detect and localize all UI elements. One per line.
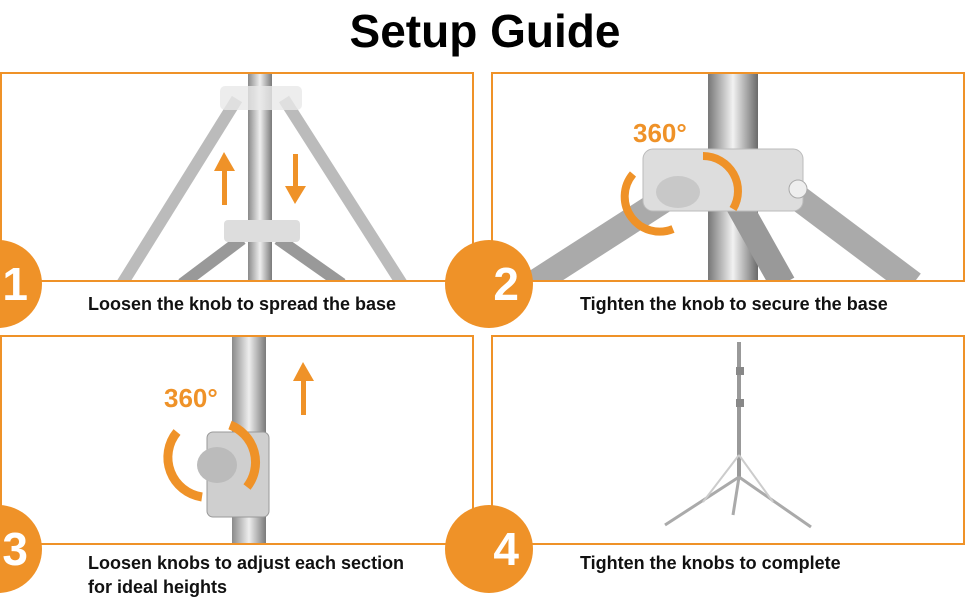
stand-legs-illustration <box>117 74 407 280</box>
step-3-caption: Loosen knobs to adjust each section for … <box>88 551 404 599</box>
step-1-caption: Loosen the knob to spread the base <box>88 294 397 314</box>
step-number-4: 4 <box>445 505 533 593</box>
step-1-image <box>0 72 474 282</box>
step-3-image: 360° <box>0 335 474 545</box>
step-number-2: 2 <box>445 240 533 328</box>
stand-section-knob-illustration <box>163 337 314 543</box>
rotation-label: 360° <box>633 118 687 148</box>
rotate-arrow-icon <box>620 171 675 236</box>
step-2-caption: Tighten the knob to secure the base <box>580 294 888 314</box>
rotate-arrow-icon <box>702 152 742 212</box>
complete-stand-illustration <box>664 342 812 529</box>
rotation-label: 360° <box>164 383 218 413</box>
arrow-up-icon <box>293 362 314 415</box>
caption-line: for ideal heights <box>88 577 228 597</box>
rotate-arrow-icon <box>228 420 261 490</box>
rotate-arrow-icon <box>163 429 203 502</box>
step-4-caption: Tighten the knobs to complete <box>580 553 841 573</box>
arrow-down-icon <box>285 154 306 204</box>
step-2-image: 360° <box>491 72 965 282</box>
caption-line: Loosen knobs to adjust each section <box>88 553 405 573</box>
page-title: Setup Guide <box>349 5 621 57</box>
arrow-up-icon <box>214 152 235 205</box>
stand-clamp-illustration <box>525 74 921 280</box>
step-4-image <box>491 335 965 545</box>
